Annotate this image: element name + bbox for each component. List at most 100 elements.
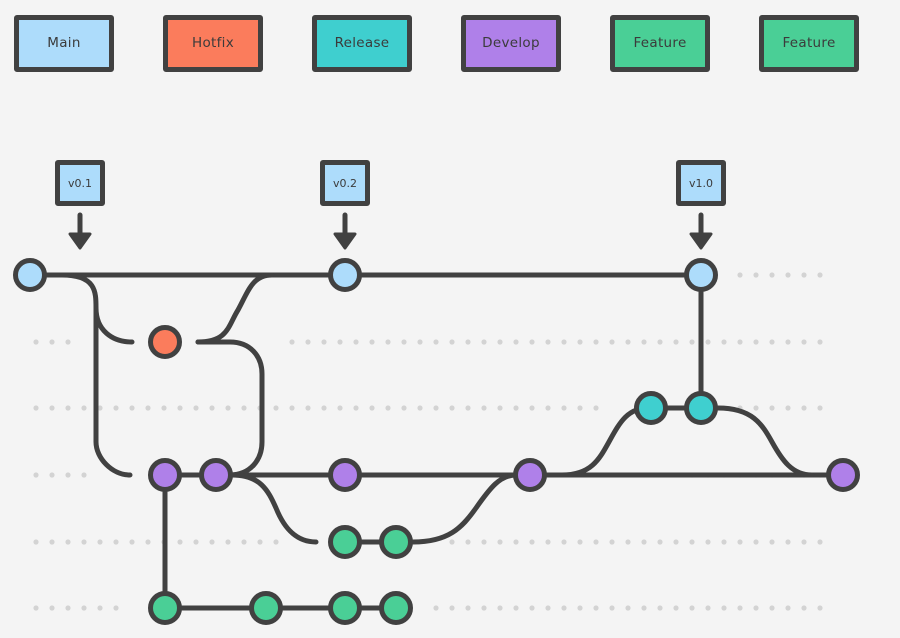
version-tag-v0.1[interactable]: v0.1	[55, 160, 105, 206]
tag-arrows-layer	[68, 212, 713, 250]
legend-item-feature-4[interactable]: Feature	[610, 15, 710, 72]
guide-dot	[97, 405, 103, 411]
commit-node-feature-b-fb3[interactable]	[328, 591, 362, 625]
guide-dot	[497, 605, 503, 611]
guide-dot	[673, 539, 679, 545]
commit-node-release-r1[interactable]	[634, 391, 668, 425]
guide-dot	[705, 539, 711, 545]
guide-dot	[657, 339, 663, 345]
guide-dot	[321, 339, 327, 345]
guide-dot	[97, 539, 103, 545]
guide-dot	[369, 405, 375, 411]
guide-dot	[705, 339, 711, 345]
guide-dot	[433, 405, 439, 411]
branch-edge-hotfix-branch-out	[93, 305, 135, 345]
guide-dot	[529, 605, 535, 611]
guide-dot	[65, 472, 71, 478]
guide-dot	[737, 339, 743, 345]
legend-item-release-2[interactable]: Release	[312, 15, 412, 72]
guide-dot	[273, 405, 279, 411]
guide-dot	[817, 539, 823, 545]
guide-dot	[785, 539, 791, 545]
guide-dot	[497, 539, 503, 545]
guide-dot	[257, 539, 263, 545]
guide-dot	[417, 339, 423, 345]
legend-item-hotfix-1[interactable]: Hotfix	[163, 15, 263, 72]
guide-dot	[193, 405, 199, 411]
guide-dot	[129, 539, 135, 545]
commit-node-main-m3[interactable]	[684, 258, 718, 292]
guide-dot	[209, 539, 215, 545]
guide-dot	[113, 405, 119, 411]
guide-dot	[753, 539, 759, 545]
guide-dot	[81, 539, 87, 545]
guide-dot	[753, 339, 759, 345]
commit-node-main-m1[interactable]	[13, 258, 47, 292]
guide-dot	[609, 539, 615, 545]
arrow-head	[689, 232, 713, 250]
legend-item-label: Hotfix	[192, 34, 234, 51]
guide-dot	[513, 339, 519, 345]
legend-item-feature-5[interactable]: Feature	[759, 15, 859, 72]
legend-item-label: Develop	[482, 34, 540, 51]
guide-dot	[481, 605, 487, 611]
version-tag-label: v0.2	[332, 176, 357, 190]
version-tag-v0.2[interactable]: v0.2	[320, 160, 370, 206]
guide-dot	[561, 405, 567, 411]
guide-dot	[577, 539, 583, 545]
commit-node-hotfix-h1[interactable]	[148, 325, 182, 359]
guide-dot	[657, 605, 663, 611]
guide-dot	[385, 405, 391, 411]
commit-node-develop-d2[interactable]	[199, 458, 233, 492]
guide-dot	[417, 405, 423, 411]
commit-node-feature-a-fa1[interactable]	[328, 525, 362, 559]
guide-dot	[193, 539, 199, 545]
guide-dot	[65, 539, 71, 545]
guide-dot	[673, 339, 679, 345]
legend-item-label: Release	[334, 34, 390, 51]
commit-nodes-layer	[13, 258, 860, 625]
legend-item-label: Main	[47, 34, 81, 51]
commit-node-develop-d3[interactable]	[328, 458, 362, 492]
guide-dot	[721, 539, 727, 545]
guide-dot	[529, 339, 535, 345]
guide-dot	[81, 405, 87, 411]
guide-dot	[161, 405, 167, 411]
guide-dot	[33, 472, 39, 478]
branch-legend: Main Hotfix Release Develop Feature Feature	[0, 0, 900, 90]
guide-dot	[801, 605, 807, 611]
version-tag-label: v0.1	[67, 176, 92, 190]
guide-dot	[401, 339, 407, 345]
guide-dot	[545, 405, 551, 411]
guide-dot	[513, 405, 519, 411]
guide-dot	[657, 539, 663, 545]
guide-dot	[801, 272, 807, 278]
commit-node-feature-b-fb2[interactable]	[249, 591, 283, 625]
guide-dot	[65, 405, 71, 411]
branch-edge-feature-a-branch	[229, 472, 319, 545]
commit-node-develop-d1[interactable]	[148, 458, 182, 492]
commit-node-develop-d5[interactable]	[826, 458, 860, 492]
guide-dot	[49, 605, 55, 611]
commit-node-develop-d4[interactable]	[513, 458, 547, 492]
commit-node-release-r2[interactable]	[684, 391, 718, 425]
guide-dot	[801, 339, 807, 345]
guide-dot	[769, 272, 775, 278]
commit-node-feature-b-fb1[interactable]	[148, 591, 182, 625]
guide-dot	[769, 539, 775, 545]
legend-item-main-0[interactable]: Main	[14, 15, 114, 72]
guide-dot	[769, 405, 775, 411]
guide-dot	[353, 339, 359, 345]
guide-dot	[609, 339, 615, 345]
branch-edge-release-branch	[559, 405, 651, 478]
guide-dot	[49, 339, 55, 345]
commit-node-feature-a-fa2[interactable]	[379, 525, 413, 559]
guide-dot	[801, 405, 807, 411]
commit-node-feature-b-fb4[interactable]	[379, 591, 413, 625]
commit-node-main-m2[interactable]	[328, 258, 362, 292]
legend-item-develop-3[interactable]: Develop	[461, 15, 561, 72]
guide-dot	[545, 339, 551, 345]
guide-dot	[305, 405, 311, 411]
version-tag-v1.0[interactable]: v1.0	[676, 160, 726, 206]
